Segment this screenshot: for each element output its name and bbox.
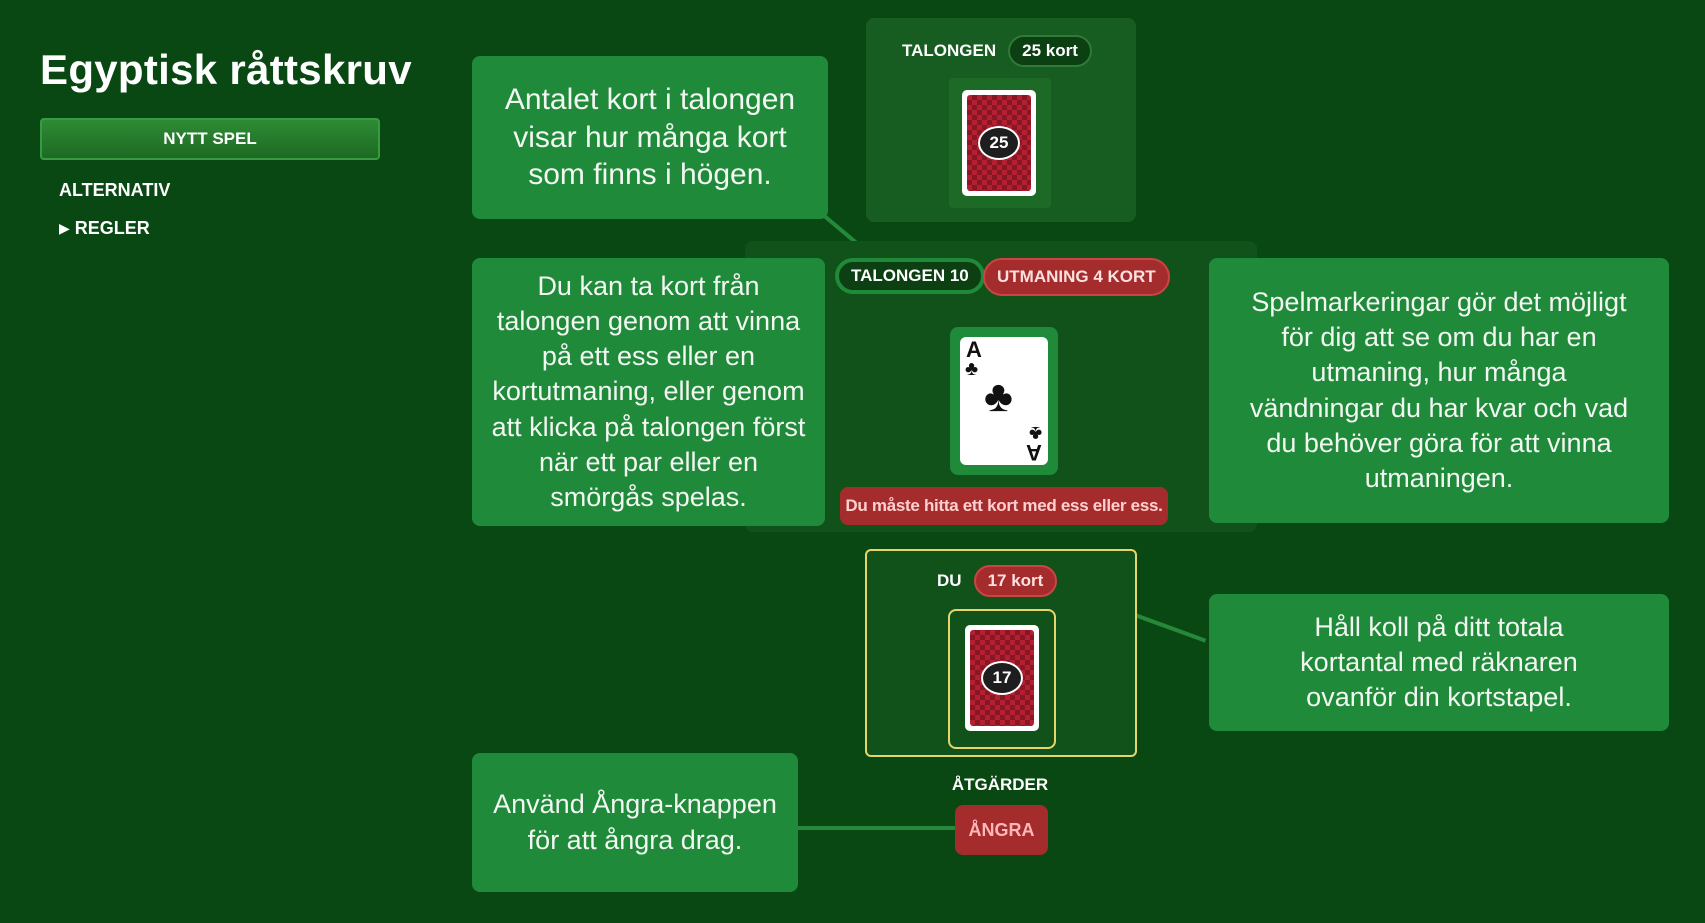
callout-talon-count: Antalet kort i talongen visar hur många … xyxy=(472,56,828,219)
new-game-button[interactable]: NYTT SPEL xyxy=(40,118,380,160)
options-link[interactable]: ALTERNATIV xyxy=(59,180,171,200)
triangle-right-icon: ▶ xyxy=(59,220,70,236)
talon-slot[interactable]: 25 xyxy=(949,78,1051,208)
challenge-marker: UTMANING 4 KORT xyxy=(983,258,1170,296)
talon-card-count: 25 xyxy=(978,126,1020,160)
played-card-frame: A ♣ ♣ ♣ A xyxy=(950,327,1058,475)
callout-markers: Spelmarkeringar gör det möjligt för dig … xyxy=(1209,258,1669,523)
club-icon-small-top: ♣ xyxy=(965,358,979,380)
talon-panel: TALONGEN 25 kort 25 xyxy=(866,18,1136,222)
game-title: Egyptisk råttskruv xyxy=(40,46,412,93)
card-rank-bottom: A xyxy=(1026,440,1042,465)
player-count-pill: 17 kort xyxy=(973,565,1058,597)
player-card-count: 17 xyxy=(981,661,1023,695)
talon-card[interactable]: 25 xyxy=(962,90,1036,196)
card-back-pattern: 17 xyxy=(970,630,1034,726)
rules-toggle[interactable]: ▶ REGLER xyxy=(59,218,150,239)
talon-marker: TALONGEN 10 xyxy=(835,258,985,294)
player-pile[interactable]: 17 xyxy=(948,609,1056,749)
player-panel: DU 17 kort 17 xyxy=(865,549,1137,757)
callout-counter: Håll koll på ditt totala kortantal med r… xyxy=(1209,594,1669,731)
player-card[interactable]: 17 xyxy=(965,625,1039,731)
hint-banner: Du måste hitta ett kort med ess eller es… xyxy=(840,487,1168,525)
actions-label: ÅTGÄRDER xyxy=(951,775,1049,794)
undo-button[interactable]: ÅNGRA xyxy=(955,805,1048,855)
talon-count-pill: 25 kort xyxy=(1008,35,1092,67)
connector-undo xyxy=(795,826,955,830)
ace-of-clubs-card[interactable]: A ♣ ♣ ♣ A xyxy=(960,337,1048,465)
rules-label: REGLER xyxy=(74,218,150,238)
card-back-pattern: 25 xyxy=(967,95,1031,191)
callout-undo: Använd Ångra-knappen för att ångra drag. xyxy=(472,753,798,892)
club-icon-center: ♣ xyxy=(984,372,1013,421)
talon-label: TALONGEN xyxy=(902,41,997,60)
card-rank-top: A xyxy=(966,337,982,362)
player-label: DU xyxy=(937,571,962,590)
callout-take-cards: Du kan ta kort från talongen genom att v… xyxy=(472,258,825,526)
